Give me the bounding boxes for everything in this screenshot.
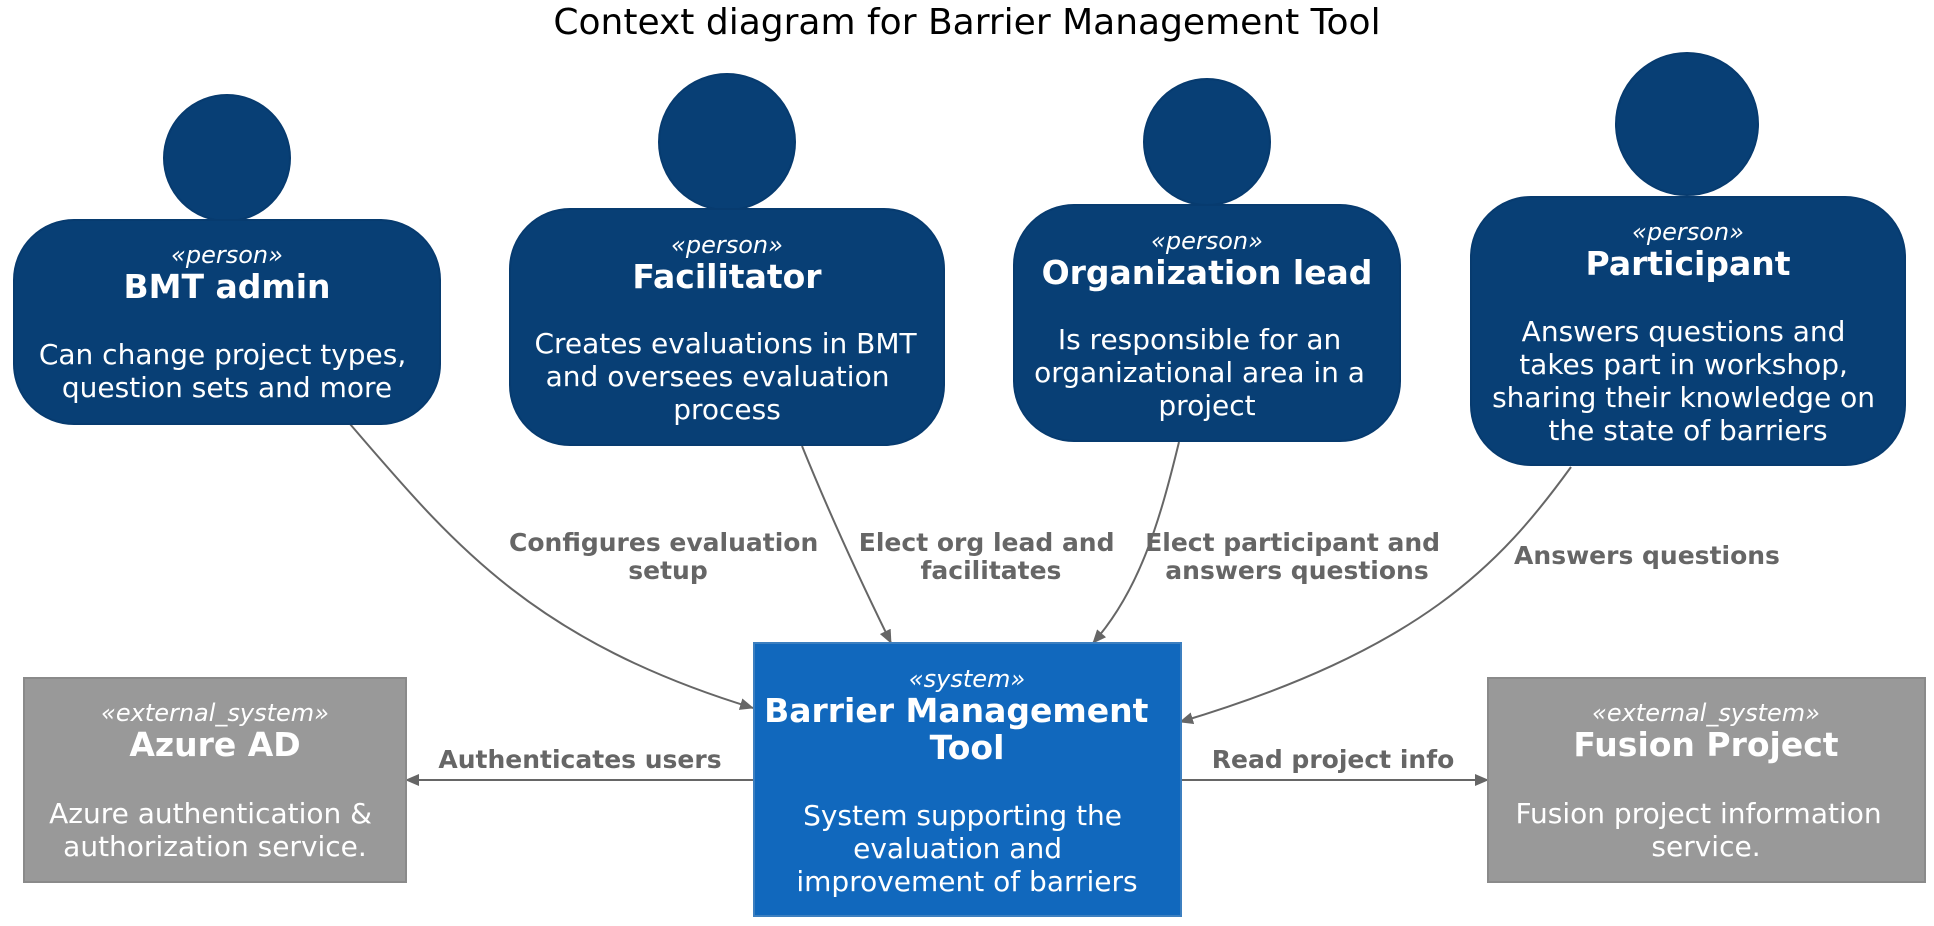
edge-line [801, 445, 892, 644]
edge-label: Authenticates users [438, 745, 721, 774]
edge-answers-questions: Answers questions [1179, 466, 1780, 725]
system-box [753, 642, 1182, 917]
person-facilitator[interactable]: «person» Facilitator Creates evaluations… [509, 73, 945, 446]
person-body [13, 219, 441, 425]
diagram-title: Context diagram for Barrier Management T… [553, 2, 1380, 43]
edge-label: Elect participant and answers questions [1145, 528, 1449, 585]
person-head-icon [658, 73, 796, 211]
stereotype-label: «external_system» [101, 699, 329, 727]
node-description: System supporting the evaluation and imp… [796, 799, 1137, 898]
edge-label: Answers questions [1514, 541, 1780, 570]
node-description: Can change project types, question sets … [39, 338, 415, 404]
edge-authenticates: Authenticates users [405, 745, 753, 786]
external-box [1487, 677, 1926, 883]
edge-elect-participant: Elect participant and answers questions [1092, 441, 1449, 644]
stereotype-label: «system» [909, 665, 1025, 693]
person-bmt-admin[interactable]: «person» BMT admin Can change project ty… [13, 94, 441, 425]
external-system-azure-ad[interactable]: «external_system» Azure AD Azure authent… [23, 677, 407, 883]
person-body [509, 208, 945, 446]
person-head-icon [1143, 78, 1271, 206]
system-barrier-management-tool[interactable]: «system» Barrier Management Tool System … [753, 642, 1182, 917]
node-name: Facilitator [632, 257, 822, 296]
node-description: Fusion project information service. [1515, 797, 1890, 863]
person-head-icon [1615, 52, 1759, 196]
external-box [23, 677, 407, 883]
edge-line [349, 423, 754, 710]
node-name: Azure AD [129, 725, 300, 764]
edge-line [1179, 466, 1572, 725]
stereotype-label: «person» [1632, 218, 1744, 246]
person-organization-lead[interactable]: «person» Organization lead Is responsibl… [1013, 78, 1401, 442]
stereotype-label: «person» [671, 231, 783, 259]
node-description: Answers questions and takes part in work… [1492, 315, 1884, 447]
stereotype-label: «person» [1151, 227, 1263, 255]
node-name: Organization lead [1042, 253, 1373, 292]
person-head-icon [163, 94, 291, 222]
node-name: BMT admin [123, 267, 330, 306]
edge-elect-org-lead: Elect org lead and facilitates [801, 445, 1123, 644]
person-body [1470, 196, 1906, 466]
edge-label: Elect org lead and facilitates [859, 528, 1123, 585]
edge-label: Read project info [1212, 745, 1455, 774]
edge-configures: Configures evaluation setup [349, 423, 827, 710]
edge-read-project-info: Read project info [1181, 745, 1489, 786]
external-system-fusion-project[interactable]: «external_system» Fusion Project Fusion … [1487, 677, 1926, 883]
person-body [1013, 204, 1401, 442]
stereotype-label: «external_system» [1592, 699, 1820, 727]
node-description: Azure authentication & authorization ser… [49, 797, 381, 863]
person-participant[interactable]: «person» Participant Answers questions a… [1470, 52, 1906, 466]
node-description: Is responsible for an organizational are… [1034, 323, 1374, 422]
edge-label: Configures evaluation setup [509, 528, 827, 585]
node-name: Fusion Project [1573, 725, 1838, 764]
edge-line [1092, 441, 1180, 644]
node-description: Creates evaluations in BMT and oversees … [534, 327, 925, 426]
node-name: Participant [1586, 244, 1791, 283]
node-name: Barrier Management Tool [764, 691, 1160, 767]
stereotype-label: «person» [171, 241, 283, 269]
